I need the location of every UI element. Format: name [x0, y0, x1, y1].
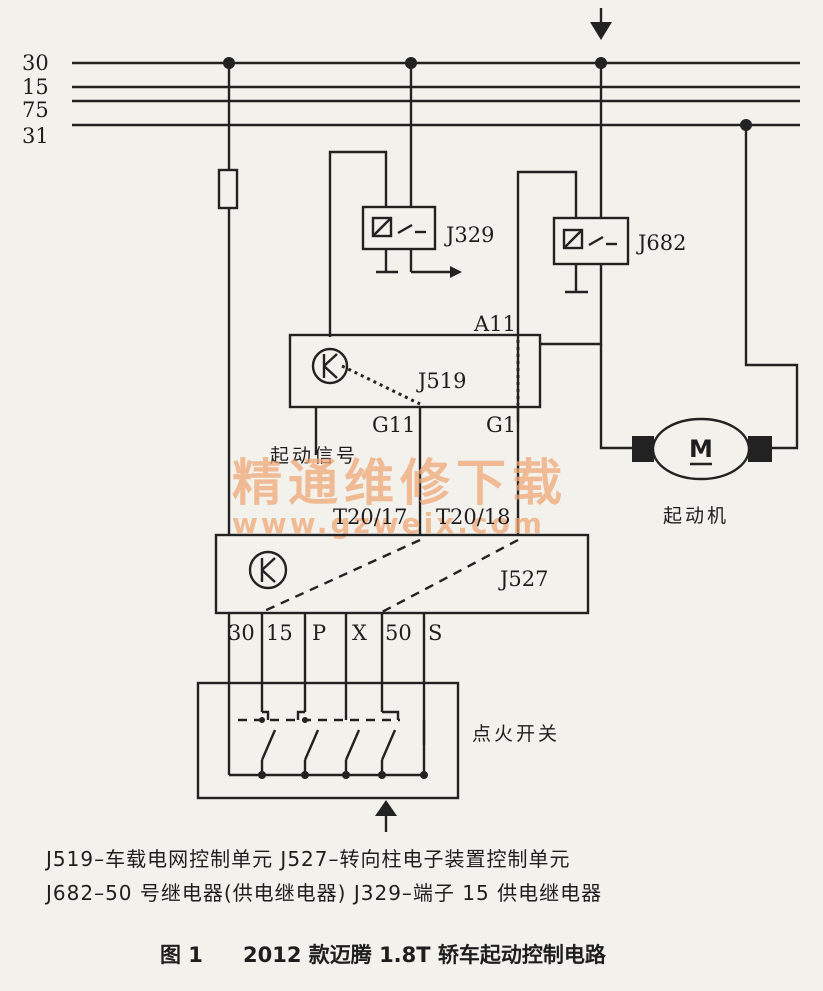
transistor-icon [311, 347, 349, 385]
figure-number: 图 1 [160, 943, 203, 967]
pin-a11: A11 [473, 312, 516, 336]
j682-label: J682 [636, 231, 687, 255]
fuse-icon [217, 168, 239, 210]
relay-j329: J329 [361, 63, 495, 278]
ignition-switch: 点火开关 [196, 681, 560, 832]
transistor-icon [248, 550, 288, 590]
terminal-15: 15 [266, 621, 293, 645]
starter-motor: M 起动机 [632, 125, 799, 527]
terminal-30: 30 [228, 621, 255, 645]
pin-g11: G11 [372, 413, 416, 437]
bus-lines: 30 15 75 31 [22, 51, 800, 148]
start-signal-label: 起动信号 [270, 445, 358, 467]
watermark-text: 精通维修下载 [232, 454, 568, 512]
control-unit-j519: J519 A11 [288, 312, 542, 409]
relay-j682: J682 [552, 216, 687, 294]
bus-label-15: 15 [22, 75, 49, 99]
relay-coil-icon [562, 228, 584, 250]
terminal-s: S [428, 621, 442, 645]
pin-g1: G1 [486, 413, 516, 437]
j519-label: J519 [416, 369, 467, 393]
starter-label: 起动机 [663, 505, 729, 527]
motor-symbol: M [689, 435, 713, 463]
relay-coil-icon [371, 216, 393, 238]
j329-label: J329 [444, 223, 495, 247]
bus-label-31: 31 [22, 124, 49, 148]
switch-terminal-wires: 30 15 P X 50 S [227, 613, 442, 775]
pin-t20-17: T20/17 [333, 505, 408, 529]
legend-line-1: J519–车载电网控制单元 J527–转向柱电子装置控制单元 [44, 847, 571, 871]
pin-t20-18: T20/18 [436, 505, 511, 529]
j527-label: J527 [498, 567, 549, 591]
bus-label-30: 30 [22, 51, 49, 75]
terminal-50: 50 [385, 621, 412, 645]
terminal-x: X [352, 621, 367, 645]
input-arrow-top [590, 8, 612, 40]
arrow-up-icon [375, 800, 397, 816]
ignition-switch-label: 点火开关 [472, 723, 560, 745]
terminal-p: P [312, 621, 326, 645]
legend-line-2: J682–50 号继电器(供电继电器) J329–端子 15 供电继电器 [44, 881, 602, 905]
bus-label-75: 75 [22, 98, 49, 122]
arrow-right-icon [450, 266, 462, 278]
control-unit-j527: T20/17 T20/18 J527 [214, 505, 590, 615]
figure-title: 2012 款迈腾 1.8T 轿车起动控制电路 [243, 943, 607, 967]
